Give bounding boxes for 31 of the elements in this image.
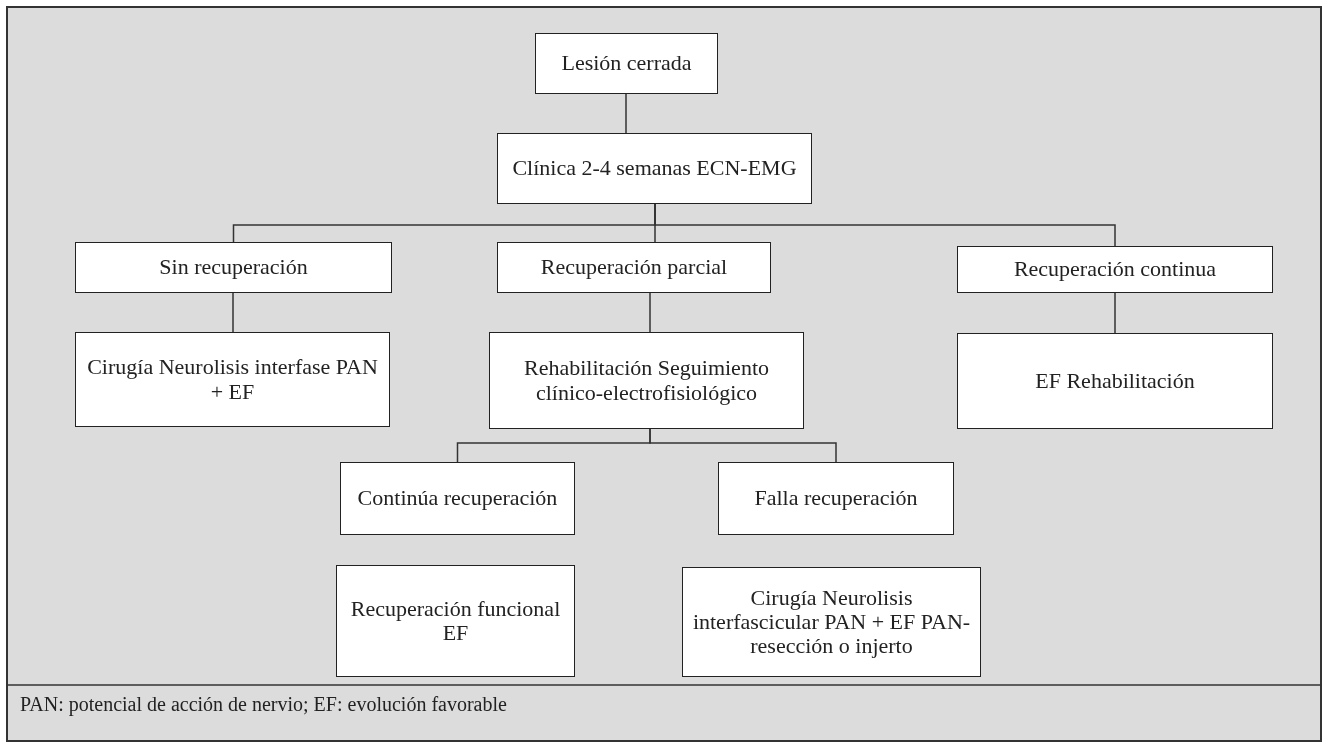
box-text: Cirugía Neurolisis interfascicular PAN + EF PAN-resección o injerto	[691, 585, 972, 659]
process-box	[718, 462, 954, 535]
connector-line	[1114, 292, 1116, 334]
process-box	[75, 332, 390, 427]
footnote: PAN: potencial de acción de nervio; EF: evolución favorable	[20, 693, 507, 716]
process-box	[75, 242, 392, 293]
connector-line	[232, 292, 234, 333]
process-box	[336, 565, 575, 677]
connector-line	[654, 203, 1116, 247]
box-text: Rehabilitación Seguimiento clínico-electrofisiológico	[523, 356, 770, 405]
box-text: Sin recuperación	[159, 255, 308, 280]
connector-line	[625, 93, 627, 134]
process-box	[535, 33, 718, 94]
box-text: EF Rehabilitación	[1035, 368, 1195, 394]
process-box	[957, 246, 1273, 293]
box-text: Clínica 2-4 semanas ECN-EMG	[512, 156, 797, 181]
connector-line	[649, 428, 837, 463]
process-box	[957, 333, 1273, 429]
box-text: Recuperación parcial	[540, 255, 728, 280]
box-text: Falla recuperación	[754, 486, 918, 511]
box-text: Lesión cerrada	[561, 51, 692, 76]
process-box	[340, 462, 575, 535]
box-text: Cirugía Neurolisis interfase PAN + EF	[86, 355, 379, 404]
process-box	[497, 242, 771, 293]
process-box	[489, 332, 804, 429]
box-text: Recuperación continua	[1013, 257, 1217, 282]
process-box	[497, 133, 812, 204]
connector-line	[649, 292, 651, 333]
process-box	[682, 567, 981, 677]
box-text: Recuperación funcional EF	[349, 596, 562, 646]
box-text: Continúa recuperación	[357, 486, 558, 511]
